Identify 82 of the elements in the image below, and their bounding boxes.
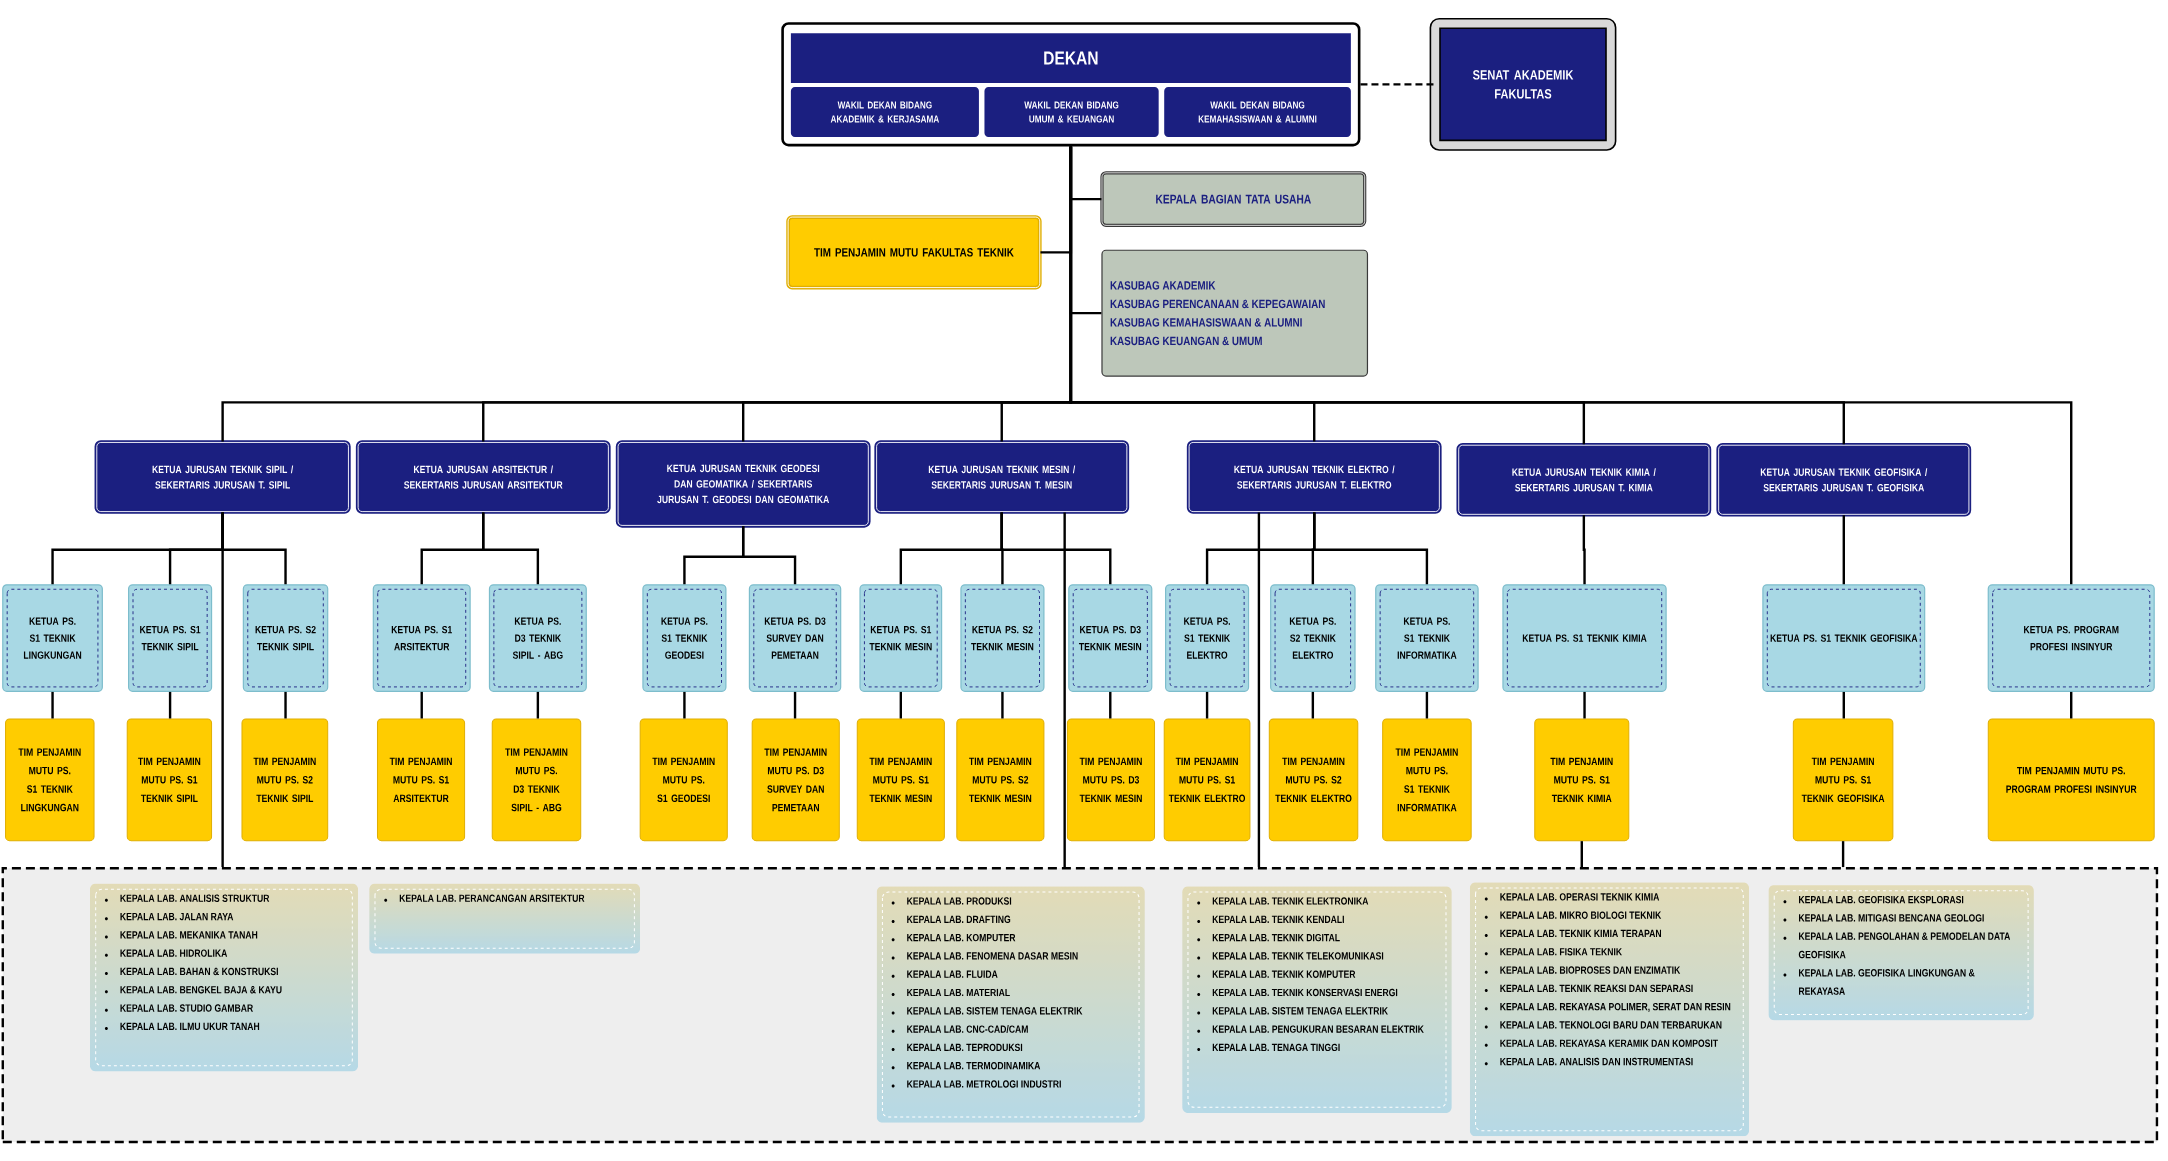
senate-box: SENAT AKADEMIK FAKULTAS — [1429, 17, 1617, 151]
connector-line — [742, 526, 797, 585]
quality-team-box: TIM PENJAMIN MUTU PS. S1 TEKNIK GEOFISIKA — [1792, 718, 1894, 842]
connector-line — [1583, 691, 1586, 719]
connector-line — [168, 691, 172, 719]
connector-line — [284, 691, 287, 719]
connector-line — [1311, 691, 1315, 719]
program-head-box: KETUA PS. S2 TEKNIK MESIN — [960, 584, 1045, 692]
quality-team-box: TIM PENJAMIN MUTU PS. S1 TEKNIK LINGKUNGAN — [5, 718, 95, 842]
program-head-box: KETUA PS. S1 TEKNIK ELEKTRO — [1165, 584, 1250, 692]
vice-dean-box: WAKIL DEKAN BIDANG KEMAHASISWAAN & ALUMNI — [1164, 87, 1351, 137]
connector-line — [536, 691, 540, 719]
connector-line — [1841, 841, 1845, 868]
program-head-box: KETUA PS. S1 TEKNIK MESIN — [859, 584, 943, 692]
quality-team-box: TIM PENJAMIN MUTU PS. S1 TEKNIK MESIN — [856, 718, 945, 842]
department-box: KETUA JURUSAN TEKNIK GEOFISIKA / SEKERTARIS JURUSAN T. GEOFISIKA — [1716, 442, 1972, 517]
program-head-box: KETUA PS. S2 TEKNIK SIPIL — [242, 584, 329, 692]
quality-team-box: TIM PENJAMIN MUTU PS. S1 TEKNIK INFORMATIKA — [1382, 718, 1472, 842]
quality-team-box: TIM PENJAMIN MUTU PS. S1 TEKNIK SIPIL — [126, 718, 213, 842]
quality-team-box: TIM PENJAMIN MUTU PS. S2 TEKNIK SIPIL — [241, 718, 329, 842]
program-head-box: KETUA PS. S1 TEKNIK GEODESI — [642, 584, 727, 692]
program-head-box: KETUA PS. S1 TEKNIK GEOFISIKA — [1762, 584, 1926, 692]
connector-line — [1063, 512, 1066, 868]
program-head-box: KETUA PS. D3 TEKNIK SIPIL - ABG — [488, 584, 587, 692]
lab-list-box: KEPALA LAB. ANALISIS STRUKTUR KEPALA LAB. JALAN RAYA KEPALA LAB. MEKANIKA TANAH KEPALA LAB. HIDROLIKA KEPALA LAB. BAHAN & KONSTRUKSI KEPALA LAB. BENGKEL BAJA & KAYU KEPALA LAB. STUDIO GAMBAR KEPALA LAB. ILMU UKUR TANAH — [95, 888, 353, 1067]
connector-line — [1205, 691, 1209, 719]
office-box: KEPALA BAGIAN TATA USAHA — [1100, 171, 1367, 227]
lab-list-box: KEPALA LAB. PERANCANGAN ARSITEKTUR — [374, 888, 635, 949]
connector-line — [1069, 146, 2073, 585]
connector-line — [1257, 512, 1261, 868]
quality-team-box: TIM PENJAMIN MUTU PS. D3 TEKNIK MESIN — [1066, 718, 1156, 842]
vice-dean-box: WAKIL DEKAN BIDANG AKADEMIK & KERJASAMA — [790, 87, 979, 137]
connector-line — [1580, 841, 1583, 868]
program-head-box: KETUA PS. D3 TEKNIK MESIN — [1068, 584, 1153, 692]
heading-band: DEKAN — [790, 33, 1351, 83]
connector-line — [1001, 691, 1004, 719]
connector-line — [1842, 515, 1845, 585]
program-head-box: KETUA PS. PROGRAM PROFESI INSINYUR — [1987, 584, 2155, 692]
lab-list-box: KEPALA LAB. GEOFISIKA EKSPLORASI KEPALA LAB. MITIGASI BENCANA GEOLOGI KEPALA LAB. PENGOLAHAN & PEMODELAN DATA GEOFISIKA KEPALA LAB. GEOFISIKA LINGKUNGAN & REKAYASA — [1773, 890, 2029, 1016]
lab-list-box: KEPALA LAB. TEKNIK ELEKTRONIKA KEPALA LAB. TEKNIK KENDALI KEPALA LAB. TEKNIK DIGITAL KEPALA LAB. TEKNIK TELEKOMUNIKASI KEPALA LAB. TEKNIK KOMPUTER KEPALA LAB. TEKNIK KONSERVASI ENERGI KEPALA LAB. SISTEM TENAGA ELEKTRIK KEPALA LAB. PENGUKURAN BESARAN ELEKTRIK KEPALA LAB. TENAGA TINGGI — [1187, 891, 1447, 1108]
connector-line — [683, 691, 686, 719]
department-box: KETUA JURUSAN TEKNIK KIMIA / SEKERTARIS JURUSAN T. KIMIA — [1456, 442, 1712, 517]
connector-line — [793, 691, 797, 719]
connector-line — [1313, 512, 1429, 585]
connector-line — [1582, 515, 1586, 585]
quality-team-box: TIM PENJAMIN MUTU PS. S1 TEKNIK ELEKTRO — [1163, 718, 1251, 842]
program-head-box: KETUA PS. S1 ARSITEKTUR — [372, 584, 471, 692]
program-head-box: KETUA PS. D3 SURVEY DAN PEMETAAN — [748, 584, 842, 692]
program-head-box: KETUA PS. S1 TEKNIK LINGKUNGAN — [2, 584, 103, 692]
program-head-box: KETUA PS. S2 TEKNIK ELEKTRO — [1270, 584, 1356, 692]
department-box: KETUA JURUSAN TEKNIK SIPIL / SEKERTARIS JURUSAN T. SIPIL — [94, 440, 351, 514]
quality-team-box: TIM PENJAMIN MUTU PS. D3 SURVEY DAN PEMETAAN — [751, 718, 840, 842]
program-head-box: KETUA PS. S1 TEKNIK INFORMATIKA — [1375, 584, 1479, 692]
connector-line — [51, 691, 54, 719]
department-box: KETUA JURUSAN ARSITEKTUR / SEKERTARIS JURUSAN ARSITEKTUR — [355, 440, 611, 514]
quality-team-box: TIM PENJAMIN MUTU PS. S1 GEODESI — [639, 718, 728, 842]
quality-team-box: TIM PENJAMIN MUTU PS. S2 TEKNIK MESIN — [956, 718, 1045, 842]
quality-team-box: TIM PENJAMIN MUTU PS. S2 TEKNIK ELEKTRO — [1268, 718, 1359, 842]
lab-list-box: KEPALA LAB. OPERASI TEKNIK KIMIA KEPALA LAB. MIKRO BIOLOGI TEKNIK KEPALA LAB. TEKNIK KIMIA TERAPAN KEPALA LAB. FISIKA TEKNIK KEPALA LAB. BIOPROSES DAN ENZIMATIK KEPALA LAB. TEKNIK REAKSI DAN SEPARASI KEPALA LAB. REKAYASA POLIMER, SERAT DAN RESIN KEPALA LAB. TEKNOLOGI BARU DAN TERBARUKAN KEPALA LAB. REKAYASA KERAMIK DAN KOMPOSIT KEPALA LAB. ANALISIS DAN INSTRUMENTASI — [1475, 887, 1744, 1132]
department-box: KETUA JURUSAN TEKNIK MESIN / SEKERTARIS JURUSAN T. MESIN — [874, 440, 1130, 514]
connector-line — [899, 691, 902, 719]
quality-team-box: TIM PENJAMIN MUTU PS. S1 ARSITEKTUR — [377, 718, 466, 842]
program-head-box: KETUA PS. S1 TEKNIK SIPIL — [128, 584, 213, 692]
connector-line — [1360, 83, 1435, 86]
connector-line — [420, 691, 423, 719]
connector-line — [1109, 691, 1112, 719]
connector-line — [221, 512, 224, 868]
quality-team-box: TIM PENJAMIN MUTU PS. S1 TEKNIK KIMIA — [1534, 718, 1630, 842]
connector-line — [1425, 691, 1429, 719]
connector-line — [1000, 512, 1112, 585]
office-box: KASUBAG AKADEMIK KASUBAG PERENCANAAN & KEPEGAWAIAN KASUBAG KEMAHASISWAAN & ALUMNI KASUBAG KEUANGAN & UMUM — [1101, 249, 1369, 377]
connector-line — [2070, 691, 2073, 719]
connector-line — [1842, 691, 1845, 719]
lab-list-box: KEPALA LAB. PRODUKSI KEPALA LAB. DRAFTING KEPALA LAB. KOMPUTER KEPALA LAB. FENOMENA DASAR MESIN KEPALA LAB. FLUIDA KEPALA LAB. MATERIAL KEPALA LAB. SISTEM TENAGA ELEKTRIK KEPALA LAB. CNC-CAD/CAM KEPALA LAB. TEPRODUKSI KEPALA LAB. TERMODINAMIKA KEPALA LAB. METROLOGI INDUSTRI — [881, 891, 1140, 1118]
vice-dean-box: WAKIL DEKAN BIDANG UMUM & KEUANGAN — [984, 87, 1159, 137]
department-box: KETUA JURUSAN TEKNIK GEODESI DAN GEOMATIKA / SEKERTARIS JURUSAN T. GEODESI DAN GEOMATIKA — [615, 440, 871, 528]
quality-team-box: TIM PENJAMIN MUTU PS. PROGRAM PROFESI INSINYUR — [1987, 718, 2155, 842]
quality-team-box: TIM PENJAMIN MUTU PS. D3 TEKNIK SIPIL - ABG — [491, 718, 582, 842]
program-head-box: KETUA PS. S1 TEKNIK KIMIA — [1502, 584, 1667, 692]
department-box: KETUA JURUSAN TEKNIK ELEKTRO / SEKERTARIS JURUSAN T. ELEKTRO — [1186, 440, 1442, 514]
connector-line — [482, 512, 540, 585]
quality-team-box: TIM PENJAMIN MUTU FAKULTAS TEKNIK — [786, 215, 1042, 290]
